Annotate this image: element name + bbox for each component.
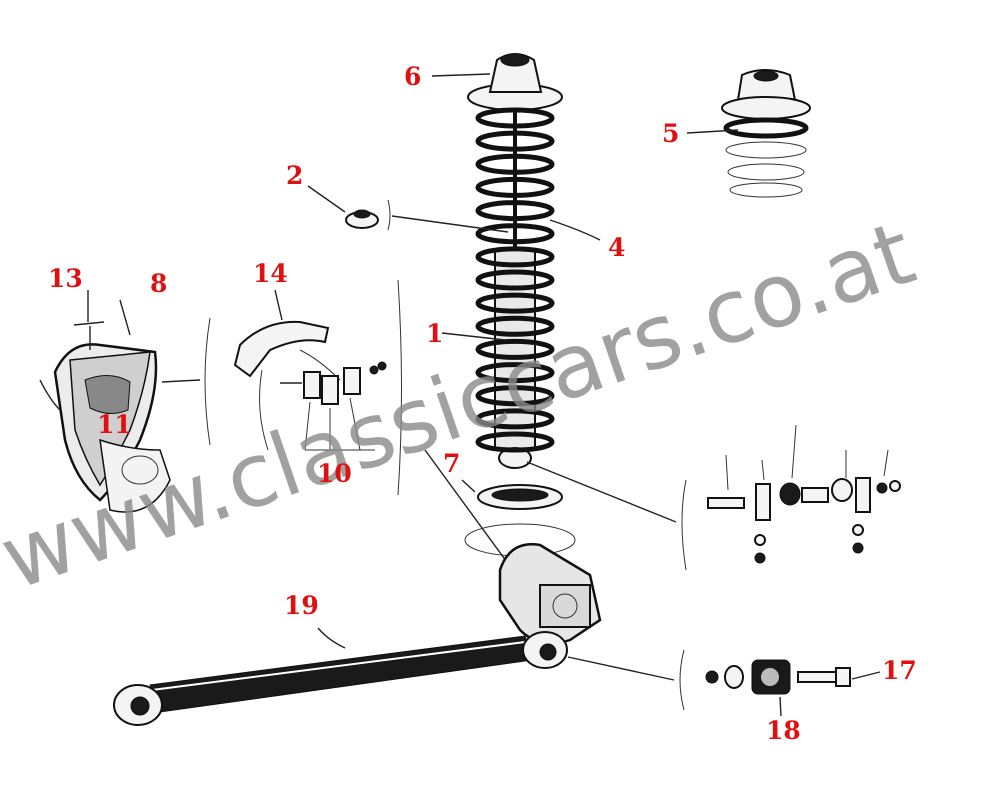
coil-turn xyxy=(475,362,555,384)
coil-turn xyxy=(475,315,555,337)
coil-turn xyxy=(475,431,555,453)
coil-turn xyxy=(475,269,555,291)
arm-bush-kit xyxy=(567,649,881,717)
callout-17: 17 xyxy=(882,656,917,685)
spring-top-detail xyxy=(721,69,811,198)
coil-turn xyxy=(475,246,555,268)
callout-7: 7 xyxy=(443,449,460,478)
coil-turn xyxy=(475,153,555,175)
spring-strut-assembly xyxy=(464,53,576,557)
coil-turn xyxy=(475,385,555,407)
coil-turn xyxy=(475,223,555,245)
callout-1: 1 xyxy=(426,319,443,348)
coil-turn xyxy=(475,130,555,152)
callout-13: 13 xyxy=(48,264,83,293)
callout-19: 19 xyxy=(284,591,319,620)
callout-11: 11 xyxy=(97,410,132,439)
leader-lines xyxy=(119,73,739,649)
callout-10: 10 xyxy=(317,459,352,488)
callout-4: 4 xyxy=(608,233,625,262)
coil-turn xyxy=(475,107,555,129)
callout-14: 14 xyxy=(253,259,288,288)
callout-18: 18 xyxy=(766,716,801,745)
callout-2: 2 xyxy=(286,161,303,190)
coil-turn xyxy=(475,408,555,430)
coil-turn xyxy=(475,338,555,360)
body-mount-bracket xyxy=(39,290,211,513)
hub-carrier xyxy=(498,543,602,645)
callout-8: 8 xyxy=(150,269,167,298)
lower-control-arm xyxy=(113,631,568,726)
bump-stop-part xyxy=(345,199,509,233)
damper-fixing-kit xyxy=(526,424,901,571)
coil-turn xyxy=(475,292,555,314)
coil-turn xyxy=(475,176,555,198)
coil-turn xyxy=(475,200,555,222)
callout-5: 5 xyxy=(662,119,679,148)
callout-6: 6 xyxy=(404,62,421,91)
coil-spring xyxy=(475,107,555,453)
